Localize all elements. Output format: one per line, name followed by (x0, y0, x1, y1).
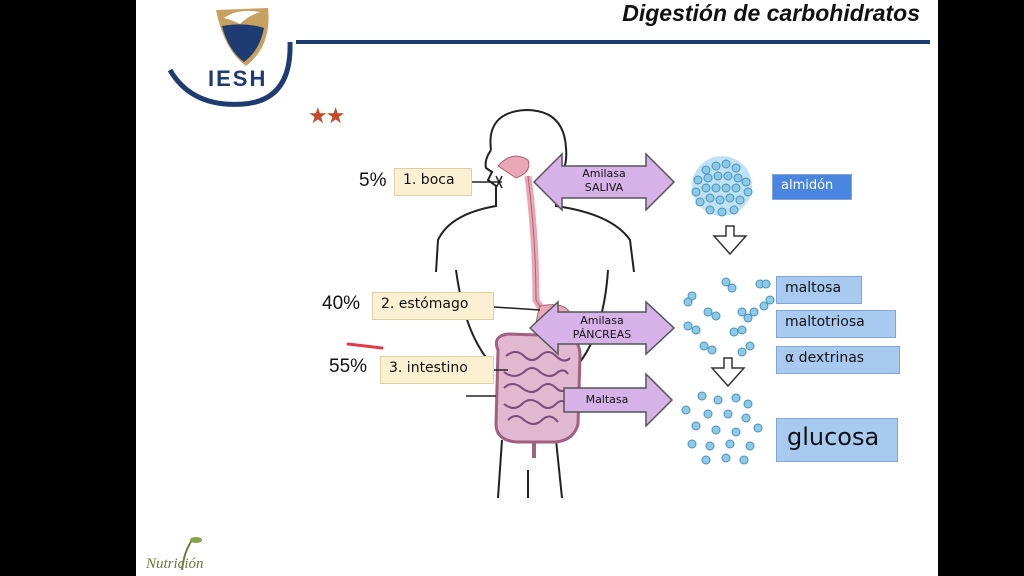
pancreas-amylase-arrow (528, 300, 676, 356)
stars-icon: ★★ (308, 104, 345, 129)
glucose-label: glucosa (776, 418, 898, 462)
mouth-cavity (497, 155, 530, 179)
saliva-amylase-arrow (532, 152, 676, 212)
down-arrow-2 (710, 357, 746, 388)
intestine-label: 3. intestino (380, 356, 494, 384)
intestine-percent: 55% (329, 356, 368, 377)
slide-title: Digestión de carbohidratos (622, 0, 920, 26)
esophagus-edge (527, 175, 543, 311)
enzyme-name: Amilasa (580, 314, 624, 327)
nutrition-logo-text: Nutrición (146, 556, 204, 572)
digestion-diagram (346, 108, 775, 499)
enzyme-name: Amilasa (582, 167, 626, 180)
mouth-percent: 5% (359, 170, 387, 191)
enzyme-source: PÁNCREAS (572, 328, 632, 341)
small-intestine (503, 351, 571, 425)
down-arrow-1 (712, 225, 748, 256)
logo-text: IESH (208, 66, 268, 91)
glucose-molecules (681, 391, 763, 465)
stomach-percent: 40% (322, 293, 361, 314)
eagle-shield-icon (167, 8, 293, 107)
laser-pointer-mark (346, 342, 384, 350)
stomach-label: 2. estómago (372, 292, 494, 320)
maltotriose-label: maltotriosa (776, 310, 896, 338)
mouth-label: 1. boca (394, 168, 472, 196)
human-body-outline (435, 108, 635, 499)
starch-label: almidón (772, 174, 852, 200)
maltose-label: maltosa (776, 276, 862, 304)
maltase-label: Maltasa (568, 393, 646, 407)
slide: IESH Digestión de carbohidratos ★★ (136, 0, 938, 576)
pancreas-amylase-label: Amilasa PÁNCREAS (558, 314, 646, 342)
dextrins-label: α dextrinas (776, 346, 900, 374)
iesh-logo: IESH (164, 0, 294, 110)
enzyme-source: SALIVA (584, 181, 624, 194)
saliva-amylase-label: Amilasa SALIVA (562, 167, 646, 195)
pointer-lines (466, 175, 541, 397)
enzyme-name: Maltasa (585, 393, 629, 406)
oligosaccharide-molecules (683, 277, 775, 357)
maltase-arrow (563, 372, 674, 428)
title-underline (296, 40, 930, 44)
starch-molecule-cluster (691, 156, 753, 217)
sprout-icon (181, 537, 202, 571)
